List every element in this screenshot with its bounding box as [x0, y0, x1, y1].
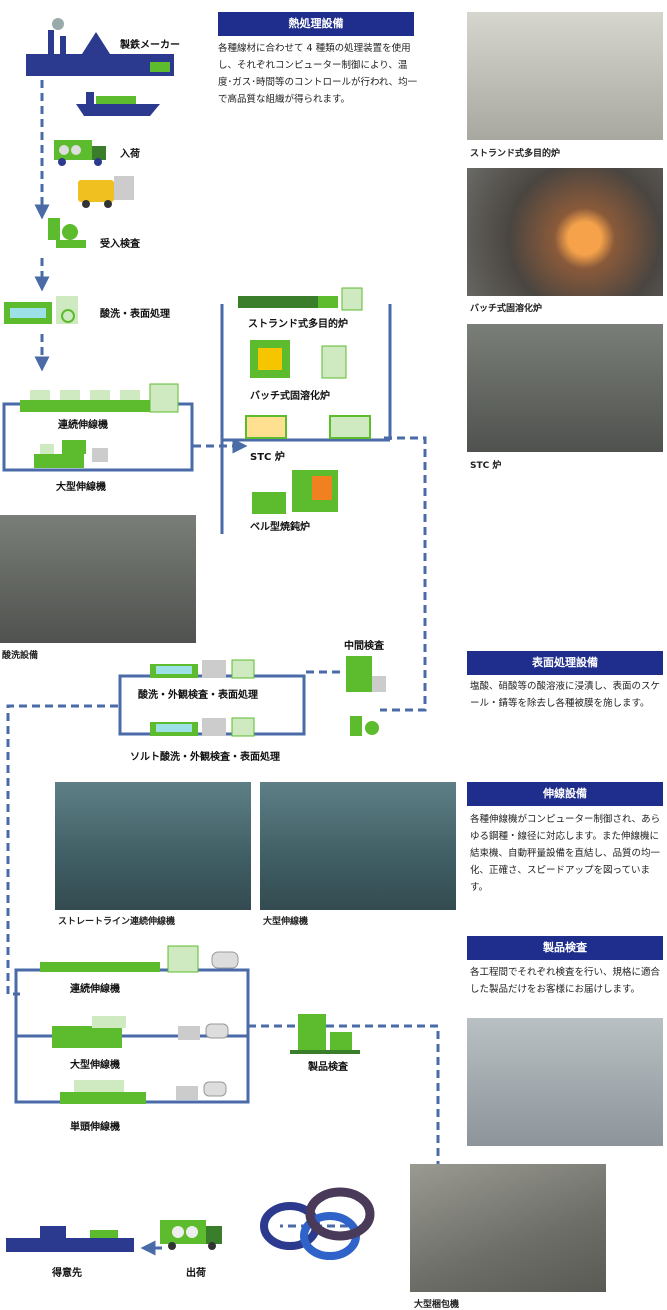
label-shipping: 出荷	[186, 1268, 206, 1279]
label-salt-pickling: ソルト酸洗・外観検査・表面処理	[130, 752, 280, 763]
heat-section-title: 熱処理設備	[218, 12, 414, 36]
surface-section-text: 塩酸、硝酸等の酸溶液に浸漬し、表面のスケール・錆等を除去し各種被膜を施します。	[470, 681, 661, 709]
stc-furnace-photo	[467, 324, 663, 452]
shipping-truck-icon	[160, 1220, 222, 1250]
straight-line-drawing-photo	[55, 782, 251, 910]
heat-section-text: 各種線材に合わせて 4 種類の処理装置を使用し、それぞれコンピューター制御により…	[218, 43, 418, 105]
mid-inspection-icon	[346, 656, 386, 736]
product-inspection-icon	[290, 1014, 360, 1054]
pickling-photo	[0, 515, 196, 643]
stc-furnace-caption: STC 炉	[470, 461, 502, 471]
label-pickling-visual: 酸洗・外観検査・表面処理	[138, 690, 258, 701]
wire-coil-icon	[260, 1187, 375, 1260]
label-bell-furnace: ベル型焼鈍炉	[250, 522, 310, 533]
large-drawing-icon	[34, 440, 108, 468]
product-section-title: 製品検査	[467, 936, 663, 960]
label-single-drawing: 単頭伸線機	[70, 1122, 120, 1133]
label-large-drawing-2: 大型伸線機	[70, 1060, 120, 1071]
label-inspection-in: 受入検査	[100, 239, 140, 250]
stc-furnace-icon	[245, 415, 371, 439]
factory-icon	[26, 18, 174, 76]
large-drawing-caption: 大型伸線機	[263, 917, 309, 927]
pickling-visual-icon	[150, 659, 255, 737]
batch-furnace-photo	[467, 168, 663, 296]
label-customer: 得意先	[52, 1268, 82, 1279]
inspection-icon	[48, 218, 86, 248]
pickling-machine-icon	[4, 296, 78, 324]
strand-furnace-icon	[238, 287, 363, 311]
batch-furnace-icon	[250, 340, 347, 379]
packing-caption: 大型梱包機	[414, 1300, 460, 1310]
label-large-drawing: 大型伸線機	[56, 482, 106, 493]
large-drawing-2-icon	[52, 1016, 229, 1048]
label-stc-furnace: STC 炉	[250, 452, 285, 463]
packing-photo	[410, 1164, 606, 1292]
large-drawing-photo	[260, 782, 456, 910]
label-mid-inspection: 中間検査	[344, 641, 384, 652]
strand-furnace-caption: ストランド式多目的炉	[470, 149, 561, 159]
label-pickling: 酸洗・表面処理	[100, 309, 170, 320]
label-batch-furnace: バッチ式固溶化炉	[250, 391, 330, 402]
continuous-drawing-icon	[20, 383, 179, 413]
ship-icon	[76, 92, 160, 116]
label-strand-furnace: ストランド式多目的炉	[248, 319, 348, 330]
drawing-section-text: 各種伸線機がコンピューター制御され、あらゆる鋼種・線径に対応します。また伸線機に…	[470, 814, 661, 893]
single-drawing-icon	[60, 1080, 227, 1104]
label-continuous-drawing-2: 連続伸線機	[70, 984, 120, 995]
truck-icon	[54, 140, 106, 166]
label-continuous-drawing: 連続伸線機	[58, 420, 108, 431]
strand-furnace-photo	[467, 12, 663, 140]
label-product-inspection: 製品検査	[308, 1062, 348, 1073]
pickling-caption: 酸洗設備	[2, 651, 39, 661]
straight-line-drawing-caption: ストレートライン連続伸線機	[58, 917, 176, 927]
forklift-icon	[78, 176, 134, 208]
drawing-section-title: 伸線設備	[467, 782, 663, 806]
continuous-drawing-2-icon	[40, 945, 239, 973]
batch-furnace-caption: バッチ式固溶化炉	[470, 304, 543, 314]
product-section-text: 各工程間でそれぞれ検査を行い、規格に適合した製品だけをお客様にお届けします。	[470, 967, 661, 995]
customer-factory-icon	[6, 1226, 134, 1252]
surface-section-title: 表面処理設備	[467, 651, 663, 675]
bell-furnace-icon	[252, 470, 338, 514]
product-inspection-photo	[467, 1018, 663, 1146]
label-arrival: 入荷	[120, 149, 140, 160]
label-steelmaker: 製鉄メーカー	[120, 40, 180, 51]
